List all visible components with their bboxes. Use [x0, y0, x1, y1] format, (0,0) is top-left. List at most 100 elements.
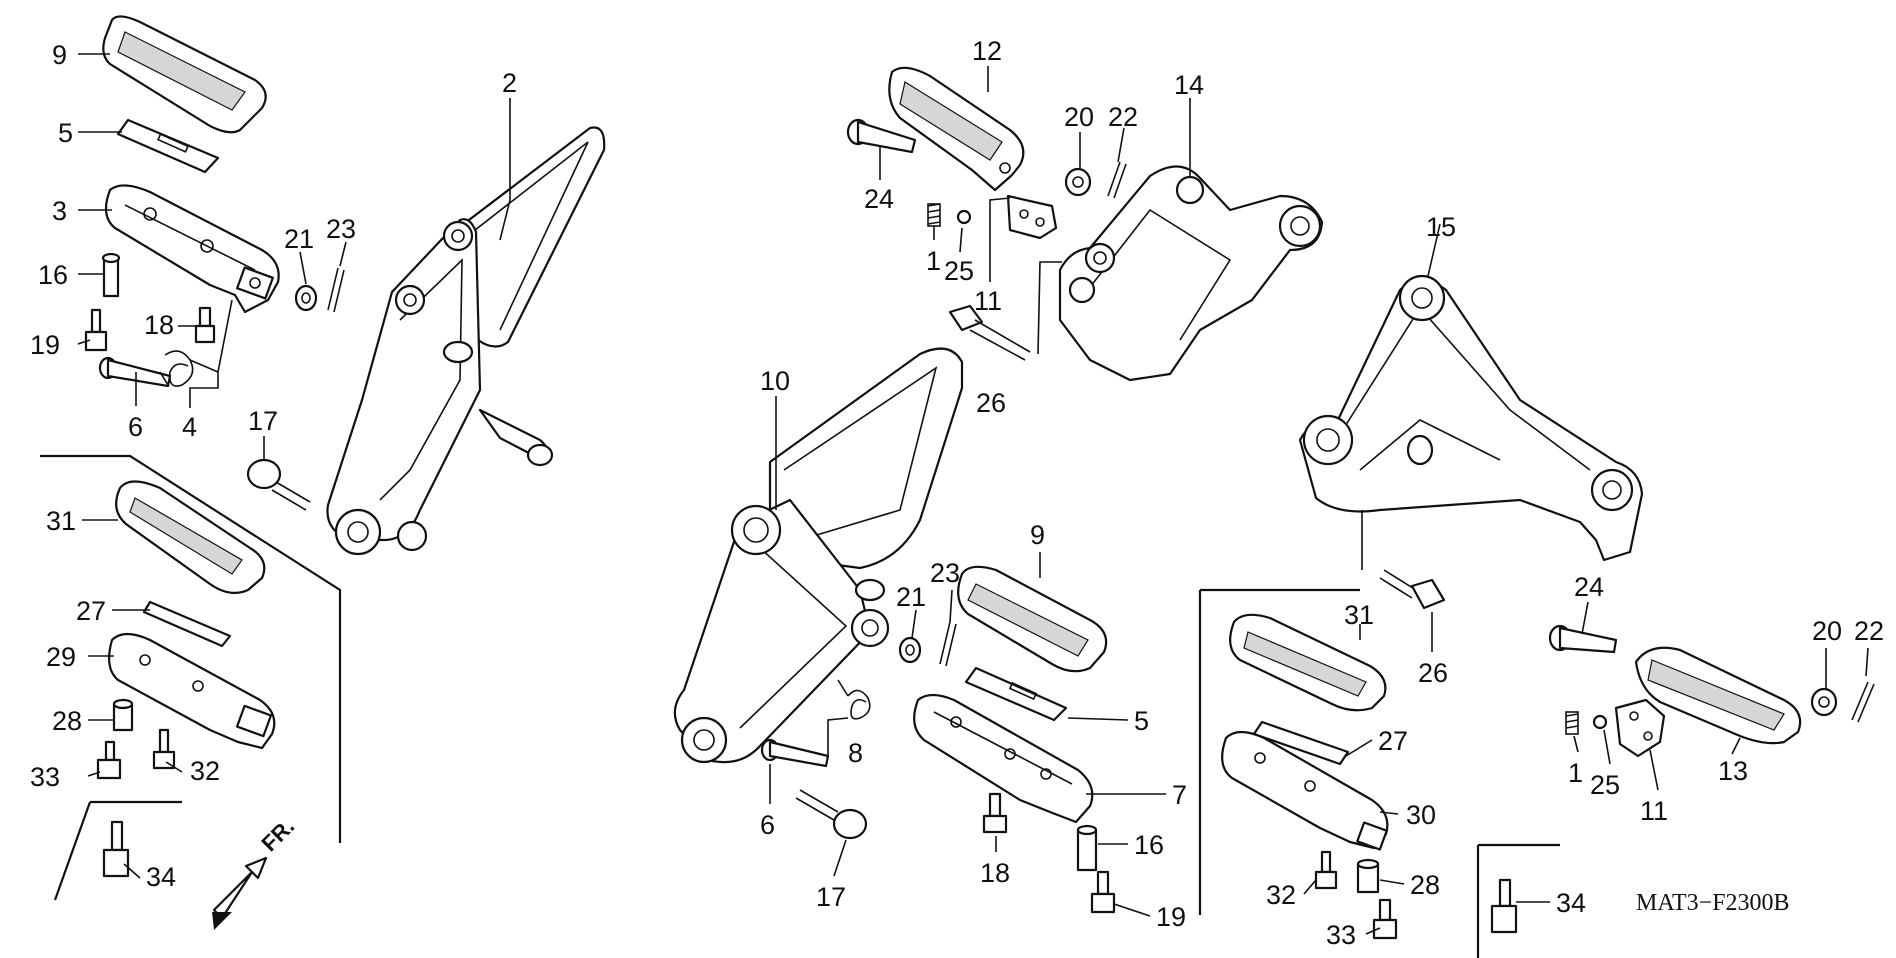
- callout-17b: 17: [816, 882, 846, 912]
- leader-8: [827, 717, 849, 756]
- callout-7: 7: [1172, 780, 1187, 810]
- callouts: 9 5 3 16 19 6 4 18 21 23 2 17 31 27 29 2…: [30, 36, 1884, 950]
- bolt-34-left: [102, 820, 130, 878]
- callout-15: 15: [1426, 212, 1456, 242]
- bolt-17-mid: [795, 789, 868, 840]
- callout-22b: 22: [1854, 616, 1884, 646]
- pin-6-mid: [760, 738, 830, 768]
- footpeg-rubber-9-mid: [957, 565, 1108, 673]
- callout-25b: 25: [1590, 770, 1620, 800]
- plate-27-right: [1252, 720, 1350, 766]
- footpeg-13: [1634, 646, 1802, 745]
- callout-31b: 31: [1344, 600, 1374, 630]
- bolt-26-mid: [948, 304, 1031, 361]
- footpeg-bracket-left: [326, 126, 606, 556]
- footpeg-29-left: [107, 632, 276, 750]
- cotter-pin-22-top: [1107, 161, 1127, 199]
- footpeg-left: [104, 184, 280, 314]
- collar-left: [101, 252, 121, 298]
- callout-27b: 27: [1378, 726, 1408, 756]
- direction-label: FR.: [256, 814, 299, 857]
- torsion-spring-8: [837, 679, 871, 720]
- collar-28-right: [1356, 858, 1380, 894]
- bolt-18-left: [194, 306, 216, 344]
- bolt-34-right: [1490, 878, 1518, 934]
- bracket-15: [1298, 274, 1644, 562]
- callout-32: 32: [190, 756, 220, 786]
- callout-2: 2: [502, 68, 517, 98]
- callout-18: 18: [144, 310, 174, 340]
- plate-11-top: [1006, 194, 1058, 240]
- footpeg-rubber-left: [102, 15, 267, 134]
- footpeg-bracket-10: [673, 347, 964, 764]
- pin-24-top: [846, 118, 917, 154]
- bolt-33-right: [1372, 898, 1398, 940]
- group-bracket-34-right: [1476, 843, 1560, 958]
- callout-5: 5: [58, 118, 73, 148]
- callout-20: 20: [1064, 102, 1094, 132]
- callout-16: 16: [38, 260, 68, 290]
- callout-20b: 20: [1812, 616, 1842, 646]
- washer-21-left: [294, 284, 318, 312]
- diagram-code: MAT3−F2300B: [1636, 890, 1790, 916]
- pin-left: [98, 356, 172, 388]
- callout-21: 21: [284, 224, 314, 254]
- collar-16-mid: [1076, 824, 1098, 872]
- footpeg-30: [1221, 730, 1389, 851]
- group-bracket-left: [40, 454, 342, 843]
- callout-16b: 16: [1134, 830, 1164, 860]
- plate-left: [116, 118, 220, 174]
- callout-14: 14: [1174, 70, 1204, 100]
- footpeg-rubber-31-right: [1229, 613, 1387, 712]
- callout-10: 10: [760, 366, 790, 396]
- callout-34: 34: [146, 862, 176, 892]
- torsion-spring-left: [159, 350, 219, 387]
- callout-28b: 28: [1410, 870, 1440, 900]
- washer-21-mid: [898, 636, 922, 664]
- group-bracket-34-left: [53, 800, 182, 901]
- callout-19: 19: [30, 330, 60, 360]
- bolt-33-left: [96, 740, 122, 780]
- callout-27: 27: [76, 596, 106, 626]
- spring-1-top: [927, 203, 941, 227]
- plate-5-mid: [964, 666, 1068, 722]
- callout-31: 31: [46, 506, 76, 536]
- bolt-32-left: [152, 728, 176, 770]
- callout-21b: 21: [896, 582, 926, 612]
- bolt-19-mid: [1090, 870, 1116, 914]
- callout-8: 8: [848, 738, 863, 768]
- leader-26-mid: [1037, 261, 1062, 355]
- footpeg-rubber-31-left: [115, 480, 266, 595]
- callout-24b: 24: [1574, 572, 1604, 602]
- bolt-19-left: [84, 308, 108, 352]
- washer-20-right: [1810, 687, 1838, 717]
- callout-12: 12: [972, 36, 1002, 66]
- callout-6: 6: [128, 412, 143, 442]
- callout-19b: 19: [1156, 902, 1186, 932]
- footpeg-12: [888, 66, 1025, 192]
- washer-20-top: [1064, 167, 1092, 197]
- leader-lines: [77, 53, 1869, 935]
- callout-6b: 6: [760, 810, 775, 840]
- callout-33b: 33: [1326, 920, 1356, 950]
- callout-34b: 34: [1556, 888, 1586, 918]
- bolt-17-left: [246, 458, 311, 511]
- callout-29: 29: [46, 642, 76, 672]
- callout-3: 3: [52, 196, 67, 226]
- callout-26: 26: [976, 388, 1006, 418]
- callout-24: 24: [864, 184, 894, 214]
- plate-11-right: [1614, 698, 1666, 758]
- callout-33: 33: [30, 762, 60, 792]
- callout-5b: 5: [1134, 706, 1149, 736]
- ball-25-right: [1592, 714, 1608, 730]
- pin-24-right: [1548, 624, 1618, 654]
- callout-28: 28: [52, 706, 82, 736]
- callout-30: 30: [1406, 800, 1436, 830]
- cotter-pin-23-mid: [939, 621, 957, 667]
- callout-26b: 26: [1418, 658, 1448, 688]
- footpeg-7: [913, 693, 1094, 824]
- spring-1-right: [1565, 711, 1579, 735]
- callout-11b: 11: [1640, 796, 1668, 826]
- callout-32b: 32: [1266, 880, 1296, 910]
